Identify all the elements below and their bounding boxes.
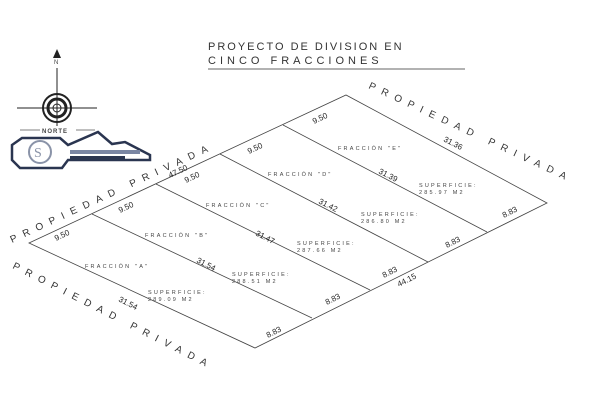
area-label: SUPERFICIE: [419,183,478,189]
area-label: SUPERFICIE: [232,272,291,278]
fraction-d: FRACCIÓN "D" SUPERFICIE: 286.80 M2 [268,171,420,225]
dim-front-d: 9.50 [246,141,264,156]
divider-a-b [91,213,313,319]
fraction-name: FRACCIÓN "D" [268,171,333,178]
dim-back-a: 8.83 [265,324,283,339]
compass-rose-icon: N NORTE [17,49,97,135]
area-label: SUPERFICIE: [297,241,356,247]
area-value: 285.97 M2 [419,190,465,196]
boundary-bottom-left: PROPIEDAD PRIVADA [11,261,215,372]
dim-front-b: 9.50 [117,200,135,215]
divider-c-d [219,153,429,263]
company-logo: S [10,130,152,170]
dim-back-e: 8.83 [501,204,519,219]
dim-total-back: 44.15 [396,271,418,288]
dim-side-e: 31.36 [442,135,464,152]
fraction-e: FRACCIÓN "E" SUPERFICIE: 285.97 M2 [338,145,478,196]
area-value: 289.09 M2 [148,297,194,303]
area-value: 286.80 M2 [361,219,407,225]
fraction-name: FRACCIÓN "C" [206,202,271,209]
dim-front-e: 9.50 [311,111,329,126]
north-label: NORTE [42,129,68,135]
dim-side-a: 31.54 [117,295,139,312]
fraction-a: FRACCIÓN "A" SUPERFICIE: 289.09 M2 [85,263,207,303]
dim-side-cd: 31.42 [317,197,339,214]
fraction-name: FRACCIÓN "E" [338,145,402,152]
area-value: 288.51 M2 [232,279,278,285]
fraction-name: FRACCIÓN "B" [145,232,209,239]
area-label: SUPERFICIE: [148,290,207,296]
area-value: 287.66 M2 [297,248,343,254]
divider-b-c [155,183,371,291]
boundary-top-right: PROPIEDAD PRIVADA [367,81,575,186]
area-label: SUPERFICIE: [361,212,420,218]
dim-back-d: 8.83 [444,234,462,249]
title-line-1: PROYECTO DE DIVISION EN [208,41,404,53]
north-letter: N [54,60,58,66]
fraction-c: FRACCIÓN "C" SUPERFICIE: 287.66 M2 [206,202,356,254]
divider-d-e [282,124,488,233]
svg-text:S: S [34,146,42,161]
dim-side-de: 31.39 [377,167,399,184]
dim-side-ab: 31.54 [195,256,217,273]
dim-back-b: 8.83 [324,291,342,306]
title-line-2: CINCO FRACCIONES [208,55,383,67]
fraction-b: FRACCIÓN "B" SUPERFICIE: 288.51 M2 [145,232,291,285]
dim-side-bc: 31.47 [254,229,276,246]
fraction-name: FRACCIÓN "A" [85,263,149,270]
parcel-outline [28,94,548,349]
